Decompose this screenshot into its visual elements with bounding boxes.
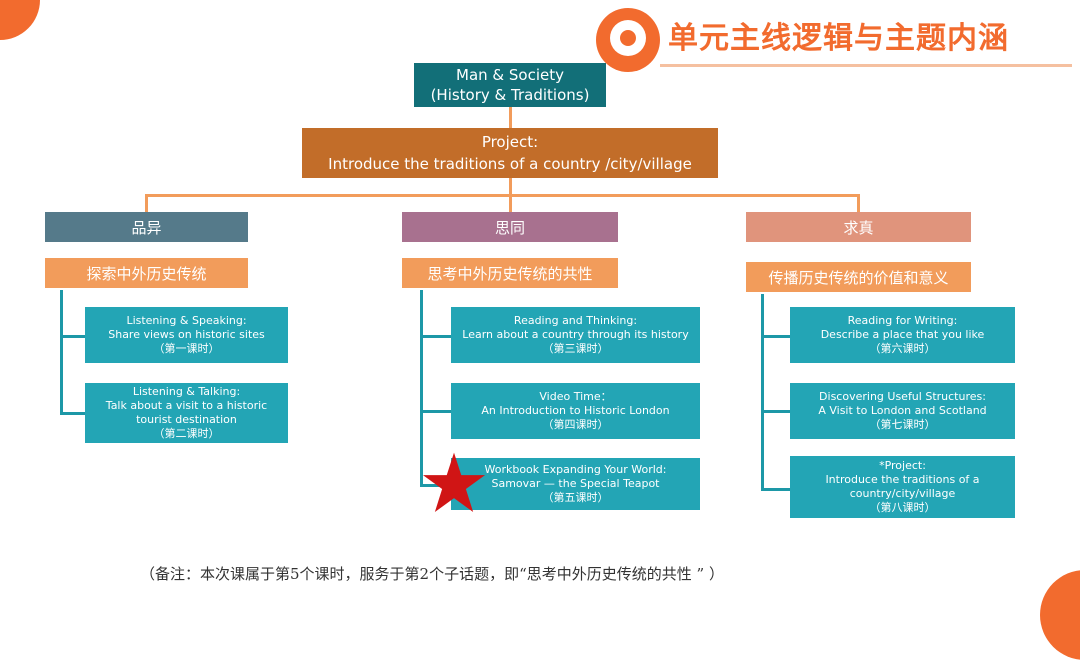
lesson-5-period: （第五课时）	[542, 491, 609, 504]
project-line-2: Introduce the traditions of a country /c…	[328, 155, 692, 173]
project-node: Project: Introduce the traditions of a c…	[302, 128, 718, 178]
footnote: （备注：本次课属于第5个课时，服务于第2个子话题，即“思考中外历史传统的共性 ”…	[140, 565, 724, 583]
lesson-2-period: （第二课时）	[153, 427, 220, 440]
lesson-4-desc: An Introduction to Historic London	[481, 404, 670, 417]
subtitle-spread: 传播历史传统的价值和意义	[746, 262, 971, 292]
connector-project-branch	[509, 178, 512, 195]
lesson-5-desc: Samovar — the Special Teapot	[491, 477, 660, 490]
corner-decoration-bottom-right	[1040, 570, 1080, 660]
lesson-3-title: Reading and Thinking:	[513, 314, 638, 327]
header-bar	[660, 15, 1072, 67]
lesson-1-period: （第一课时）	[153, 342, 220, 355]
root-line-2: (History & Traditions)	[430, 86, 590, 104]
connector-col1-lesson2	[60, 412, 85, 415]
lesson-1-title: Listening & Speaking:	[126, 314, 247, 327]
lesson-4-period: （第四课时）	[542, 418, 609, 431]
connector-branch-right	[857, 194, 860, 212]
subtitle-explore: 探索中外历史传统	[45, 258, 248, 288]
subtitle-think: 思考中外历史传统的共性	[402, 258, 618, 288]
lesson-card-5: Workbook Expanding Your World: Samovar —…	[451, 458, 700, 510]
category-pinyi: 品异	[45, 212, 248, 242]
connector-col3-lesson8	[761, 488, 790, 491]
connector-branch-left	[145, 194, 148, 212]
category-sitong: 思同	[402, 212, 618, 242]
lesson-3-period: （第三课时）	[542, 342, 609, 355]
lesson-card-3: Reading and Thinking: Learn about a coun…	[451, 307, 700, 363]
lesson-card-8: *Project: Introduce the traditions of a …	[790, 456, 1015, 518]
connector-col3-lesson6	[761, 335, 790, 338]
corner-decoration-top-left	[0, 0, 40, 40]
root-line-1: Man & Society	[456, 66, 564, 84]
lesson-2-desc: Talk about a visit to a historic	[105, 399, 268, 412]
page-title: 单元主线逻辑与主题内涵	[668, 21, 1009, 56]
lesson-7-title: Discovering Useful Structures:	[819, 390, 986, 403]
lesson-6-period: （第六课时）	[869, 342, 936, 355]
lesson-card-6: Reading for Writing: Describe a place th…	[790, 307, 1015, 363]
lesson-card-4: Video Time： An Introduction to Historic …	[451, 383, 700, 439]
lesson-2-title: Listening & Talking:	[132, 385, 241, 398]
category-qiuzhen: 求真	[746, 212, 971, 242]
lesson-8-period: （第八课时）	[869, 501, 936, 514]
lesson-7-desc: A Visit to London and Scotland	[818, 404, 987, 417]
connector-col3-lesson7	[761, 410, 790, 413]
lesson-1-desc: Share views on historic sites	[108, 328, 265, 341]
lesson-8-desc: Introduce the traditions of a	[825, 473, 980, 486]
lesson-card-7: Discovering Useful Structures: A Visit t…	[790, 383, 1015, 439]
connector-col1-vertical	[60, 290, 63, 414]
connector-col2-lesson5	[420, 484, 451, 487]
connector-col2-vertical	[420, 290, 423, 486]
lesson-2-desc-2: tourist destination	[136, 413, 237, 426]
connector-col1-lesson1	[60, 335, 85, 338]
connector-col3-vertical	[761, 294, 764, 490]
project-line-1: Project:	[481, 133, 539, 151]
connector-col2-lesson4	[420, 410, 451, 413]
lesson-4-title: Video Time：	[539, 390, 612, 403]
lesson-5-title: Workbook Expanding Your World:	[484, 463, 667, 476]
lesson-6-desc: Describe a place that you like	[820, 328, 985, 341]
webcam-logo-dot	[620, 30, 636, 46]
lesson-8-desc-2: country/city/village	[849, 487, 956, 500]
lesson-card-2: Listening & Talking: Talk about a visit …	[85, 383, 288, 443]
lesson-3-desc: Learn about a country through its histor…	[462, 328, 689, 341]
lesson-8-title: *Project:	[879, 459, 926, 472]
lesson-6-title: Reading for Writing:	[847, 314, 958, 327]
connector-root-project	[509, 107, 512, 128]
lesson-7-period: （第七课时）	[869, 418, 936, 431]
connector-branch-middle	[509, 194, 512, 212]
connector-branch-horizontal	[145, 194, 860, 197]
root-node: Man & Society (History & Traditions)	[414, 63, 606, 107]
star-icon	[422, 452, 486, 513]
connector-col2-lesson3	[420, 335, 451, 338]
lesson-card-1: Listening & Speaking: Share views on his…	[85, 307, 288, 363]
